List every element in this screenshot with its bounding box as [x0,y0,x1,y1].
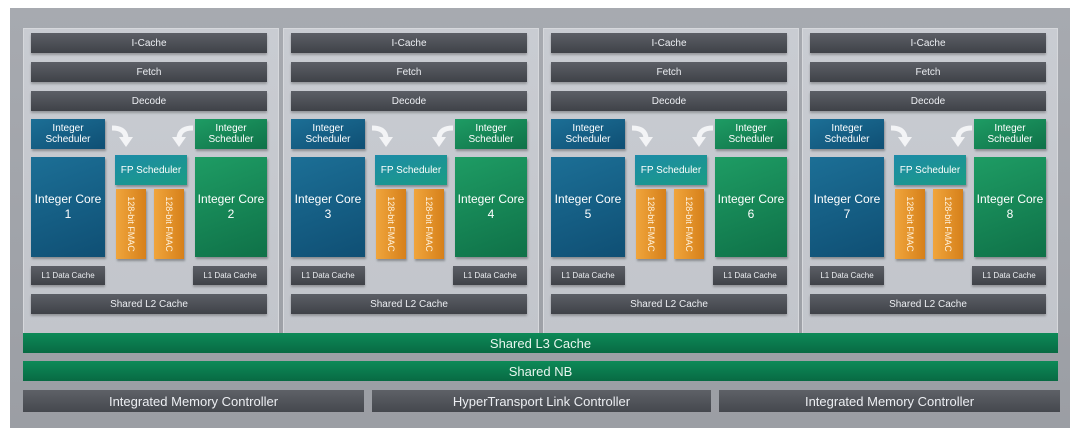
fmac-unit-1: 128-bit FMAC [895,189,925,259]
curved-arrow-icon [371,125,393,147]
fmac-unit-1: 128-bit FMAC [636,189,666,259]
fmac-unit-2: 128-bit FMAC [933,189,963,259]
icache-bar: I-Cache [810,33,1046,53]
shared-l3-cache: Shared L3 Cache [23,333,1058,353]
l1-data-cache-left: L1 Data Cache [810,266,884,285]
integer-scheduler-right: Integer Scheduler [715,119,787,149]
fetch-bar: Fetch [810,62,1046,82]
icache-bar: I-Cache [31,33,267,53]
fetch-bar: Fetch [31,62,267,82]
fp-scheduler: FP Scheduler [375,155,447,185]
integer-scheduler-left: Integer Scheduler [810,119,884,149]
shared-l2-cache: Shared L2 Cache [291,294,527,314]
fp-scheduler: FP Scheduler [635,155,707,185]
integer-core-right: Integer Core 4 [455,157,527,257]
integer-core-right: Integer Core 8 [974,157,1046,257]
integer-core-right: Integer Core 6 [715,157,787,257]
decode-bar: Decode [551,91,787,111]
integer-core-right: Integer Core 2 [195,157,267,257]
shared-nb: Shared NB [23,361,1058,381]
integer-core-left: Integer Core 5 [551,157,625,257]
integer-scheduler-right: Integer Scheduler [195,119,267,149]
fmac-unit-1: 128-bit FMAC [376,189,406,259]
l1-data-cache-left: L1 Data Cache [291,266,365,285]
icache-bar: I-Cache [291,33,527,53]
l1-data-cache-left: L1 Data Cache [551,266,625,285]
curved-arrow-icon [432,125,454,147]
integer-core-left: Integer Core 1 [31,157,105,257]
curved-arrow-icon [111,125,133,147]
shared-l2-cache: Shared L2 Cache [810,294,1046,314]
curved-arrow-icon [172,125,194,147]
decode-bar: Decode [810,91,1046,111]
icache-bar: I-Cache [551,33,787,53]
integer-scheduler-right: Integer Scheduler [974,119,1046,149]
integer-scheduler-left: Integer Scheduler [31,119,105,149]
integer-scheduler-left: Integer Scheduler [291,119,365,149]
shared-l2-cache: Shared L2 Cache [31,294,267,314]
fmac-unit-1: 128-bit FMAC [116,189,146,259]
l1-data-cache-right: L1 Data Cache [453,266,527,285]
processor-die: I-Cache Fetch Decode Integer Scheduler I… [10,8,1070,428]
hypertransport-link-controller: HyperTransport Link Controller [372,390,711,412]
fmac-unit-2: 128-bit FMAC [154,189,184,259]
fmac-unit-2: 128-bit FMAC [414,189,444,259]
integer-core-left: Integer Core 7 [810,157,884,257]
fmac-unit-2: 128-bit FMAC [674,189,704,259]
module-2: I-Cache Fetch Decode Integer Scheduler I… [283,28,539,335]
module-1: I-Cache Fetch Decode Integer Scheduler I… [23,28,279,335]
curved-arrow-icon [890,125,912,147]
curved-arrow-icon [951,125,973,147]
integrated-memory-controller-left: Integrated Memory Controller [23,390,364,412]
fetch-bar: Fetch [291,62,527,82]
decode-bar: Decode [31,91,267,111]
decode-bar: Decode [291,91,527,111]
integer-scheduler-left: Integer Scheduler [551,119,625,149]
l1-data-cache-right: L1 Data Cache [713,266,787,285]
curved-arrow-icon [631,125,653,147]
module-4: I-Cache Fetch Decode Integer Scheduler I… [802,28,1058,335]
l1-data-cache-right: L1 Data Cache [972,266,1046,285]
integrated-memory-controller-right: Integrated Memory Controller [719,390,1060,412]
fp-scheduler: FP Scheduler [894,155,966,185]
integer-core-left: Integer Core 3 [291,157,365,257]
shared-l2-cache: Shared L2 Cache [551,294,787,314]
fetch-bar: Fetch [551,62,787,82]
fp-scheduler: FP Scheduler [115,155,187,185]
l1-data-cache-left: L1 Data Cache [31,266,105,285]
curved-arrow-icon [692,125,714,147]
l1-data-cache-right: L1 Data Cache [193,266,267,285]
module-3: I-Cache Fetch Decode Integer Scheduler I… [543,28,799,335]
integer-scheduler-right: Integer Scheduler [455,119,527,149]
